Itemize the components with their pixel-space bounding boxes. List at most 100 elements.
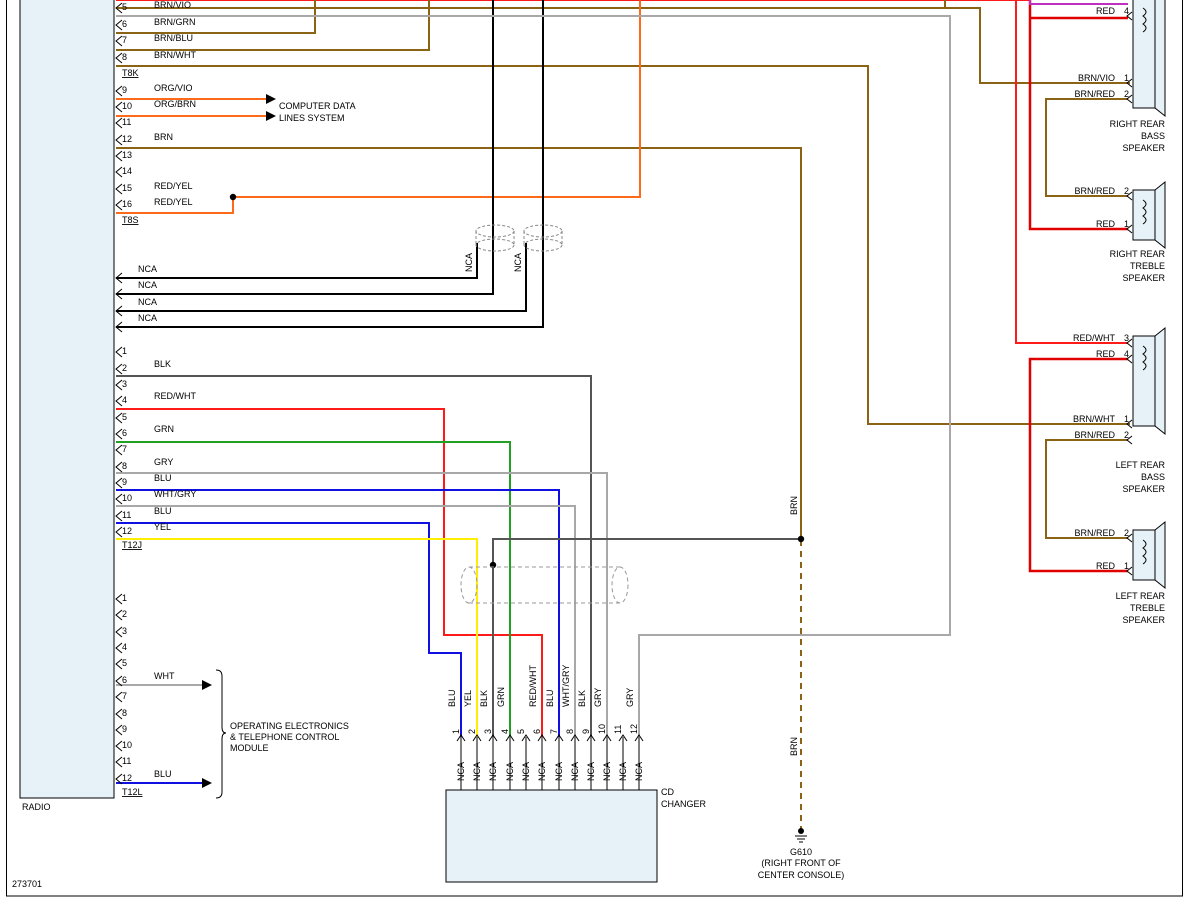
wire-red-yel xyxy=(233,0,641,198)
connector-terminal xyxy=(115,724,123,736)
wire-blu-11 xyxy=(116,522,462,737)
connector-terminal xyxy=(1126,354,1133,364)
pin-number: 3 xyxy=(122,379,127,389)
connector-terminal xyxy=(1126,338,1133,348)
shield-icon xyxy=(611,566,629,604)
connector-terminal xyxy=(1126,191,1133,201)
coil-icon xyxy=(1142,539,1147,565)
connector-terminal xyxy=(115,272,123,284)
pin-number: 5 xyxy=(122,658,127,668)
connector-terminal xyxy=(115,740,123,752)
speaker-wire-label: BRN/WHT xyxy=(1073,414,1115,424)
cd-nca-label: NCA xyxy=(586,762,596,781)
speaker-wire-label: RED xyxy=(1096,349,1116,359)
speaker-wire-label: BRN/VIO xyxy=(1078,73,1115,83)
connector-terminal xyxy=(1126,224,1133,234)
connector-terminal xyxy=(115,395,123,407)
arrow-icon xyxy=(202,778,212,788)
cd-pin-number: 12 xyxy=(629,724,639,734)
connector-terminal xyxy=(115,101,123,113)
connector-terminal xyxy=(537,734,547,742)
wire-brn-red-lr xyxy=(1045,439,1128,539)
connector-name-t8k: T8K xyxy=(122,68,139,78)
wire-nca-3 xyxy=(116,243,527,312)
brace-icon xyxy=(215,669,227,799)
connector-terminal xyxy=(115,477,123,489)
pin-number: 7 xyxy=(122,691,127,701)
connector-terminal xyxy=(115,2,123,14)
wire-grn xyxy=(116,441,511,737)
connector-terminal xyxy=(505,734,515,742)
wires-layer xyxy=(116,0,1130,832)
wire-label: BLK xyxy=(154,359,171,369)
speaker-name: RIGHT REAR xyxy=(1110,249,1166,259)
pin-number: 15 xyxy=(122,183,132,193)
radio-module xyxy=(19,0,115,799)
speaker-body xyxy=(1132,335,1156,427)
coil-icon xyxy=(1142,7,1147,33)
connector-name-t12j: T12J xyxy=(122,540,142,550)
cd-pin-number: 1 xyxy=(451,729,461,734)
connector-terminal xyxy=(521,734,531,742)
connector-terminal xyxy=(554,734,564,742)
connector-name-t12l: T12L xyxy=(122,787,143,797)
coil-icon xyxy=(1142,199,1147,225)
wire-gry xyxy=(116,472,608,737)
ground-location: CENTER CONSOLE) xyxy=(758,870,845,880)
connector-terminal xyxy=(115,346,123,358)
pin-number: 13 xyxy=(122,150,132,160)
cd-wire-label: RED/WHT xyxy=(528,665,538,707)
wire-label: ORG/VIO xyxy=(154,83,193,93)
cd-pin-number: 5 xyxy=(516,729,526,734)
ground-id: G610 xyxy=(790,847,812,857)
cd-nca-label: NCA xyxy=(505,762,515,781)
connector-terminal xyxy=(1126,566,1133,576)
wire-label-nca: NCA xyxy=(138,280,157,290)
op-electronics-label: MODULE xyxy=(230,743,269,753)
coil-icon xyxy=(1142,345,1147,371)
wire-gry-12 xyxy=(116,15,951,737)
cd-pin-number: 11 xyxy=(613,725,623,734)
shield-icon xyxy=(475,224,515,238)
connector-terminal xyxy=(115,461,123,473)
connector-terminal xyxy=(115,305,123,317)
cd-nca-label: NCA xyxy=(537,762,547,781)
wire-label: BRN/BLU xyxy=(154,33,193,43)
wire-vio xyxy=(1029,0,1128,5)
shield-icon xyxy=(475,238,515,252)
cd-pin-number: 3 xyxy=(483,729,493,734)
shield-icon xyxy=(523,238,563,252)
cd-nca-label: NCA xyxy=(456,762,466,781)
speaker-pin: 1 xyxy=(1124,73,1129,83)
wire-label: BRN/GRN xyxy=(154,17,196,27)
arrow-icon xyxy=(202,680,212,690)
pin-number: 10 xyxy=(122,101,132,111)
speaker-name: SPEAKER xyxy=(1122,273,1165,283)
arrow-icon xyxy=(266,111,276,121)
connector-terminal xyxy=(1126,11,1133,21)
connector-terminal xyxy=(115,363,123,375)
pin-number: 7 xyxy=(122,444,127,454)
connector-terminal xyxy=(115,609,123,621)
ground-icon xyxy=(798,828,804,834)
connector-terminal xyxy=(115,626,123,638)
wire-label-nca: NCA xyxy=(138,297,157,307)
connector-terminal xyxy=(115,35,123,47)
wire-brn-red-rr xyxy=(1045,98,1128,197)
cd-wire-label: BLK xyxy=(479,690,489,707)
speaker-wire-label: RED/WHT xyxy=(1073,333,1115,343)
pin-number: 9 xyxy=(122,724,127,734)
computer-data-label: COMPUTER DATA xyxy=(279,101,356,111)
computer-data-label: LINES SYSTEM xyxy=(279,113,345,123)
wire-red-wht xyxy=(116,408,543,737)
speaker-pin: 4 xyxy=(1124,6,1129,16)
connector-terminal xyxy=(570,734,580,742)
pin-number: 10 xyxy=(122,740,132,750)
wire-label: WHT xyxy=(154,671,175,681)
speaker-pin: 2 xyxy=(1124,186,1129,196)
cd-wire-label: WHT/GRY xyxy=(561,665,571,707)
speaker-name: BASS xyxy=(1141,472,1165,482)
ground-icon xyxy=(795,835,807,843)
